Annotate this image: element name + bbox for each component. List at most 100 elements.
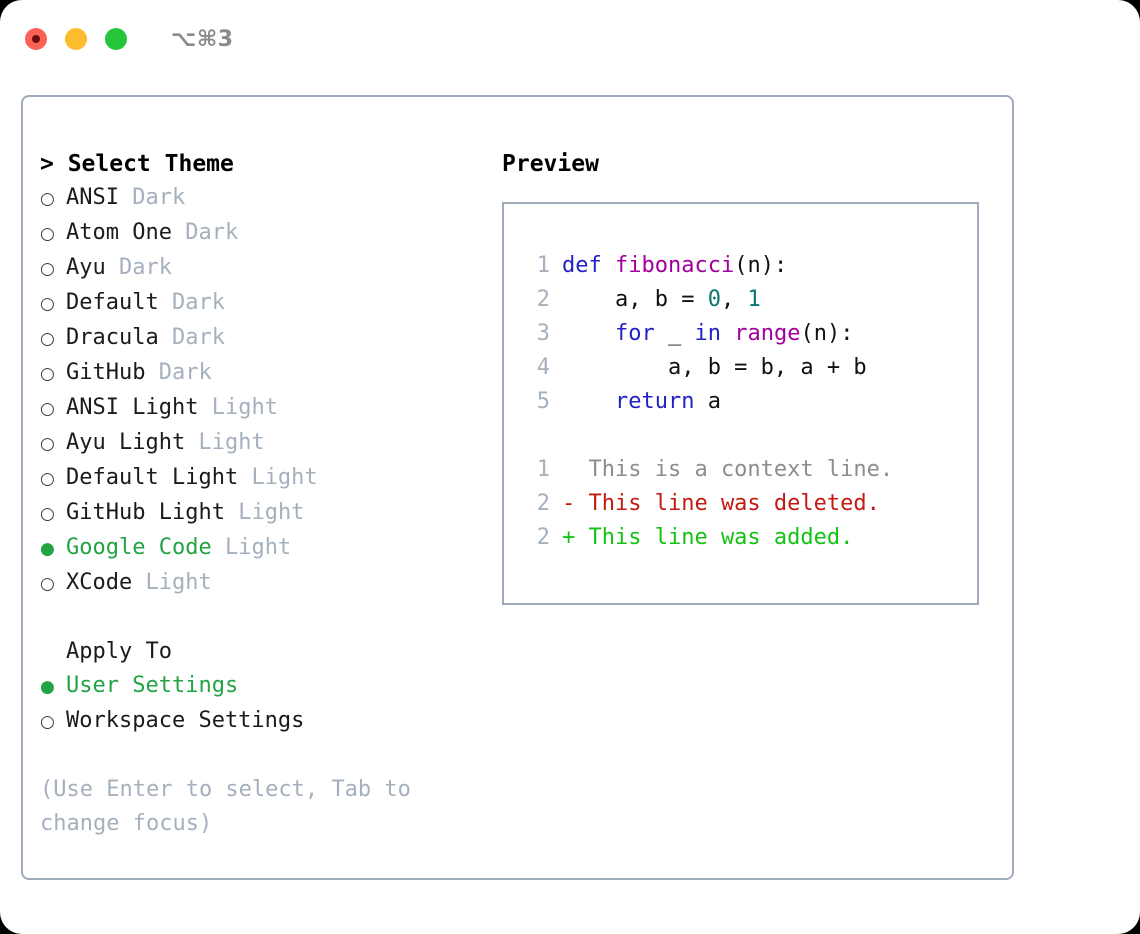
theme-variant-tag: Dark [158,360,212,385]
line-number: 4 [536,355,550,380]
theme-variant-tag: Dark [119,255,172,280]
apply-to-option-workspace-settings[interactable]: ○Workspace Settings [40,704,490,739]
theme-option-google-code[interactable]: ●Google Code Light [40,531,490,566]
line-number: 5 [536,389,550,414]
preview-title: Preview [502,151,599,177]
theme-option-atom-one[interactable]: ○Atom One Dark [40,216,490,251]
apply-to-title: Apply To [66,639,172,664]
diff-text: This is a context line. [562,457,894,482]
diff-sample: 1 This is a context line.2- This line wa… [522,453,977,555]
apply-to-option-label: User Settings [66,673,239,698]
line-number: 1 [536,457,550,482]
line-number: 2 [536,287,550,312]
close-dot-icon [32,35,40,43]
radio-unselected-icon: ○ [40,259,55,279]
theme-label-gap [145,356,158,390]
theme-variant-tag: Dark [132,185,186,210]
window-controls [25,28,127,50]
theme-label-gap [172,216,185,250]
theme-option-label: GitHub Light [66,500,225,525]
theme-option-label: Google Code [66,535,212,560]
radio-selected-icon: ● [40,677,55,697]
theme-option-github-light[interactable]: ○ GitHub Light Light [40,496,490,531]
line-number: 2 [536,491,550,516]
radio-unselected-icon: ○ [40,329,55,349]
diff-line-ctx: 1 This is a context line. [522,453,977,487]
code-text: a, b = b, a + b [562,351,867,385]
apply-to-option-user-settings[interactable]: ● User Settings [40,669,490,704]
theme-option-label: Default Light [66,465,239,490]
theme-label-gap [106,251,119,285]
theme-label-gap [159,286,172,320]
line-number: 3 [536,321,550,346]
code-token-ctext: , [720,287,748,312]
close-button-icon[interactable] [25,28,47,50]
code-text: for _ in range(n): [562,317,853,351]
code-token-ctext [721,321,734,346]
theme-variant-tag: Dark [171,325,225,350]
theme-option-label: Ayu Light [66,430,186,455]
theme-variant-tag: Dark [185,220,239,245]
code-token-ctext: a, b = b, a + b [562,355,867,380]
minimize-button-icon[interactable] [65,28,87,50]
theme-option-github[interactable]: ○GitHub Dark [40,356,490,391]
line-number: 2 [536,525,550,550]
title-bar: ⌥⌘3 [0,0,1140,78]
diff-text: + This line was added. [562,525,854,550]
theme-option-label: Atom One [66,220,172,245]
code-token-ctext [562,389,615,414]
radio-unselected-icon: ○ [40,399,55,419]
radio-unselected-icon: ○ [40,364,55,384]
code-text: return a [562,385,721,419]
theme-option-label: Ayu [66,255,106,280]
code-token-fn: range [734,321,801,346]
theme-variant-tag: Light [145,570,212,595]
theme-option-label: XCode [66,570,133,595]
theme-variant-tag: Dark [171,290,225,315]
code-token-ctext [562,321,615,346]
theme-option-ansi[interactable]: ○ANSI Dark [40,181,490,216]
code-token-fn: fibonacci [614,253,735,278]
apply-to-option-label: Workspace Settings [66,708,305,733]
maximize-button-icon[interactable] [105,28,127,50]
code-token-kw: def [562,253,615,278]
theme-option-dracula[interactable]: ○Dracula Dark [40,321,490,356]
theme-label-gap [132,566,145,600]
code-line: 3 for _ in range(n): [522,317,977,351]
theme-option-ayu-light[interactable]: ○Ayu Light Light [40,426,490,461]
code-token-ctext: _ [654,321,695,346]
code-token-pun: (n): [734,253,788,278]
theme-selection-column: > Select Theme ○ANSI Dark○Atom One Dark○… [40,147,490,841]
theme-picker-panel: > Select Theme ○ANSI Dark○Atom One Dark○… [21,95,1014,880]
theme-variant-tag: Light [211,395,278,420]
theme-variant-tag: Light [238,500,305,525]
code-line: 4 a, b = b, a + b [522,351,977,385]
theme-option-xcode[interactable]: ○ XCode Light [40,566,490,601]
code-text: def fibonacci(n): [562,249,787,283]
theme-label-gap [185,426,198,460]
theme-option-default[interactable]: ○Default Dark [40,286,490,321]
apply-to-list[interactable]: ● User Settings ○Workspace Settings [40,669,490,739]
theme-option-default-light[interactable]: ○Default Light Light [40,461,490,496]
radio-selected-icon: ● [40,539,55,559]
theme-option-ansi-light[interactable]: ○ANSI Light Light [40,391,490,426]
radio-unselected-icon: ○ [40,574,55,594]
code-token-num: 1 [747,287,761,312]
theme-option-ayu[interactable]: ○ Ayu Dark [40,251,490,286]
theme-option-label: ANSI [66,185,119,210]
theme-list[interactable]: ○ANSI Dark○Atom One Dark○Ayu Dark○Defaul… [40,181,490,601]
code-token-ctext: a, b = [562,287,708,312]
theme-label-gap [198,391,211,425]
code-diff-separator [522,419,977,453]
code-text: a, b = 0, 1 [562,283,761,317]
code-token-kw: for [614,321,655,346]
hint-spacer [40,739,490,773]
code-token-kw: in [694,321,721,346]
code-token-num: 0 [707,287,721,312]
radio-unselected-icon: ○ [40,504,55,524]
